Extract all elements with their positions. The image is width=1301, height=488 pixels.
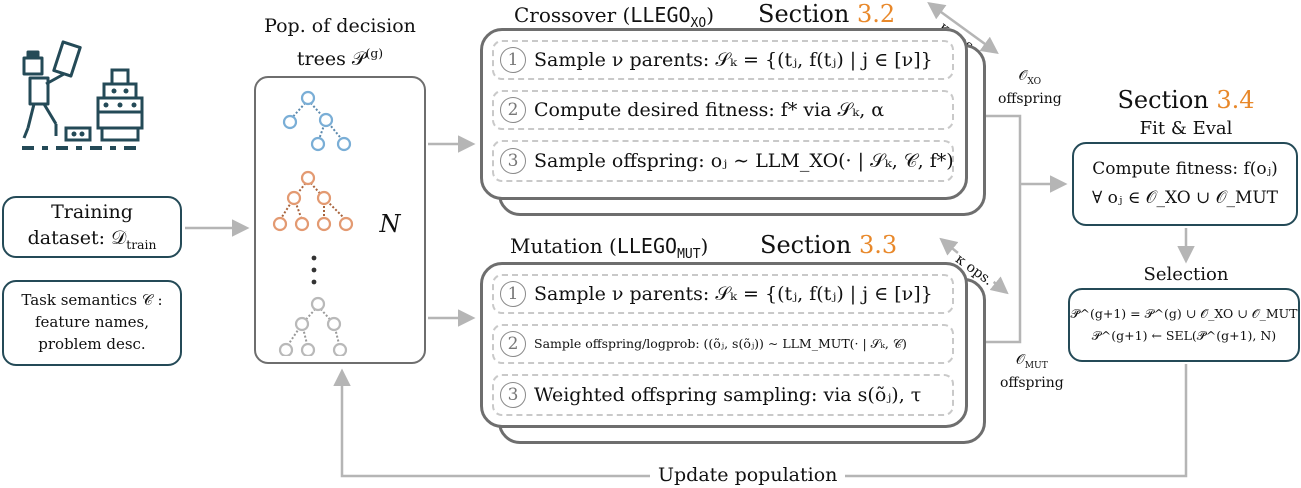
population-title: Pop. of decision trees 𝒫(g) (252, 10, 428, 77)
decision-tree-icons (272, 90, 354, 356)
mut-offspring-symbol: 𝒪MUT (1015, 352, 1048, 371)
fitness-eval-line1: Compute fitness: f(oⱼ) (1092, 159, 1278, 180)
xo-offspring-text: offspring (998, 91, 1062, 108)
xo-offspring-symbol: 𝒪XO (1018, 68, 1042, 87)
mutation-section-ref: Section 3.3 (760, 231, 898, 259)
step-text: Sample ν parents: 𝒮ₖ = {(tⱼ, f(tⱼ) | j ∈… (534, 49, 933, 71)
evaluation-section-ref: Section 3.4 (1117, 86, 1255, 114)
training-label-line2: dataset: 𝒟train (27, 227, 157, 252)
step-text: Sample ν parents: 𝒮ₖ = {(tⱼ, f(tⱼ) | j ∈… (534, 283, 933, 305)
fitness-eval-line2: ∀ oⱼ ∈ 𝒪_XO ∪ 𝒪_MUT (1091, 188, 1279, 208)
selection-box: 𝒫̃^(g+1) = 𝒫^(g) ∪ 𝒪_XO ∪ 𝒪_MUT 𝒫^(g+1) … (1068, 288, 1300, 362)
step-number: 1 (500, 281, 526, 307)
step-text: Sample offspring/logprob: ((õⱼ, s(õⱼ)) ∼… (534, 336, 907, 351)
crossover-section-ref: Section 3.2 (758, 0, 896, 28)
mut-offspring-label: 𝒪MUT offspring (1000, 350, 1064, 394)
population-size-label: N (374, 210, 406, 238)
evaluation-subtitle: Fit & Eval (1139, 118, 1233, 139)
selection-title: Selection (1143, 264, 1229, 285)
robot-lego-icon (22, 40, 144, 150)
task-semantics-line2: feature names, (34, 313, 150, 332)
mutation-title: Mutation (LLEGOMUT) (510, 234, 709, 262)
task-semantics-box: Task semantics 𝒞 : feature names, proble… (2, 280, 182, 366)
fitness-eval-box: Compute fitness: f(oⱼ) ∀ oⱼ ∈ 𝒪_XO ∪ 𝒪_M… (1072, 142, 1298, 226)
mut-offspring-text: offspring (1000, 375, 1064, 392)
task-semantics-line3: problem desc. (38, 334, 146, 353)
step-text: Sample offspring: oⱼ ∼ LLM_XO(· | 𝒮ₖ, 𝒞,… (534, 150, 954, 172)
step-number: 1 (500, 47, 526, 73)
step-number: 3 (500, 148, 526, 174)
crossover-title: Crossover (LLEGOXO) (514, 3, 715, 31)
population-title-line1: Pop. of decision (264, 15, 416, 37)
crossover-step-2: 2 Compute desired fitness: f* via 𝒮ₖ, α (492, 90, 954, 130)
arrow-kappa-xo (927, 1, 999, 55)
update-population-label: Update population (650, 464, 846, 486)
training-label-line1: Training (51, 201, 133, 224)
ellipsis-icon (311, 255, 317, 285)
line-mut-merge (986, 184, 1022, 344)
xo-offspring-label: 𝒪XO offspring (998, 66, 1062, 110)
step-text: Weighted offspring sampling: via s(õⱼ), … (534, 384, 922, 406)
mutation-step-2: 2 Sample offspring/logprob: ((õⱼ, s(õⱼ))… (492, 324, 954, 364)
population-title-line2: trees 𝒫(g) (296, 46, 384, 71)
step-text: Compute desired fitness: f* via 𝒮ₖ, α (534, 99, 885, 121)
tree-icon-blue (289, 99, 345, 143)
training-dataset-box: Training dataset: 𝒟train (2, 196, 182, 258)
step-number: 2 (500, 97, 526, 123)
task-semantics-line1: Task semantics 𝒞 : (21, 291, 163, 310)
selection-line1: 𝒫̃^(g+1) = 𝒫^(g) ∪ 𝒪_XO ∪ 𝒪_MUT (1070, 305, 1298, 321)
crossover-step-3: 3 Sample offspring: oⱼ ∼ LLM_XO(· | 𝒮ₖ, … (492, 140, 954, 182)
line-xo-merge (986, 114, 1022, 184)
step-number: 3 (500, 382, 526, 408)
selection-line2: 𝒫^(g+1) ← SEL(𝒫̃^(g+1), N) (1091, 328, 1277, 343)
step-number: 2 (500, 331, 526, 357)
crossover-step-1: 1 Sample ν parents: 𝒮ₖ = {(tⱼ, f(tⱼ) | j… (492, 40, 954, 80)
mutation-step-3: 3 Weighted offspring sampling: via s(õⱼ)… (492, 374, 954, 416)
mutation-step-1: 1 Sample ν parents: 𝒮ₖ = {(tⱼ, f(tⱼ) | j… (492, 274, 954, 314)
